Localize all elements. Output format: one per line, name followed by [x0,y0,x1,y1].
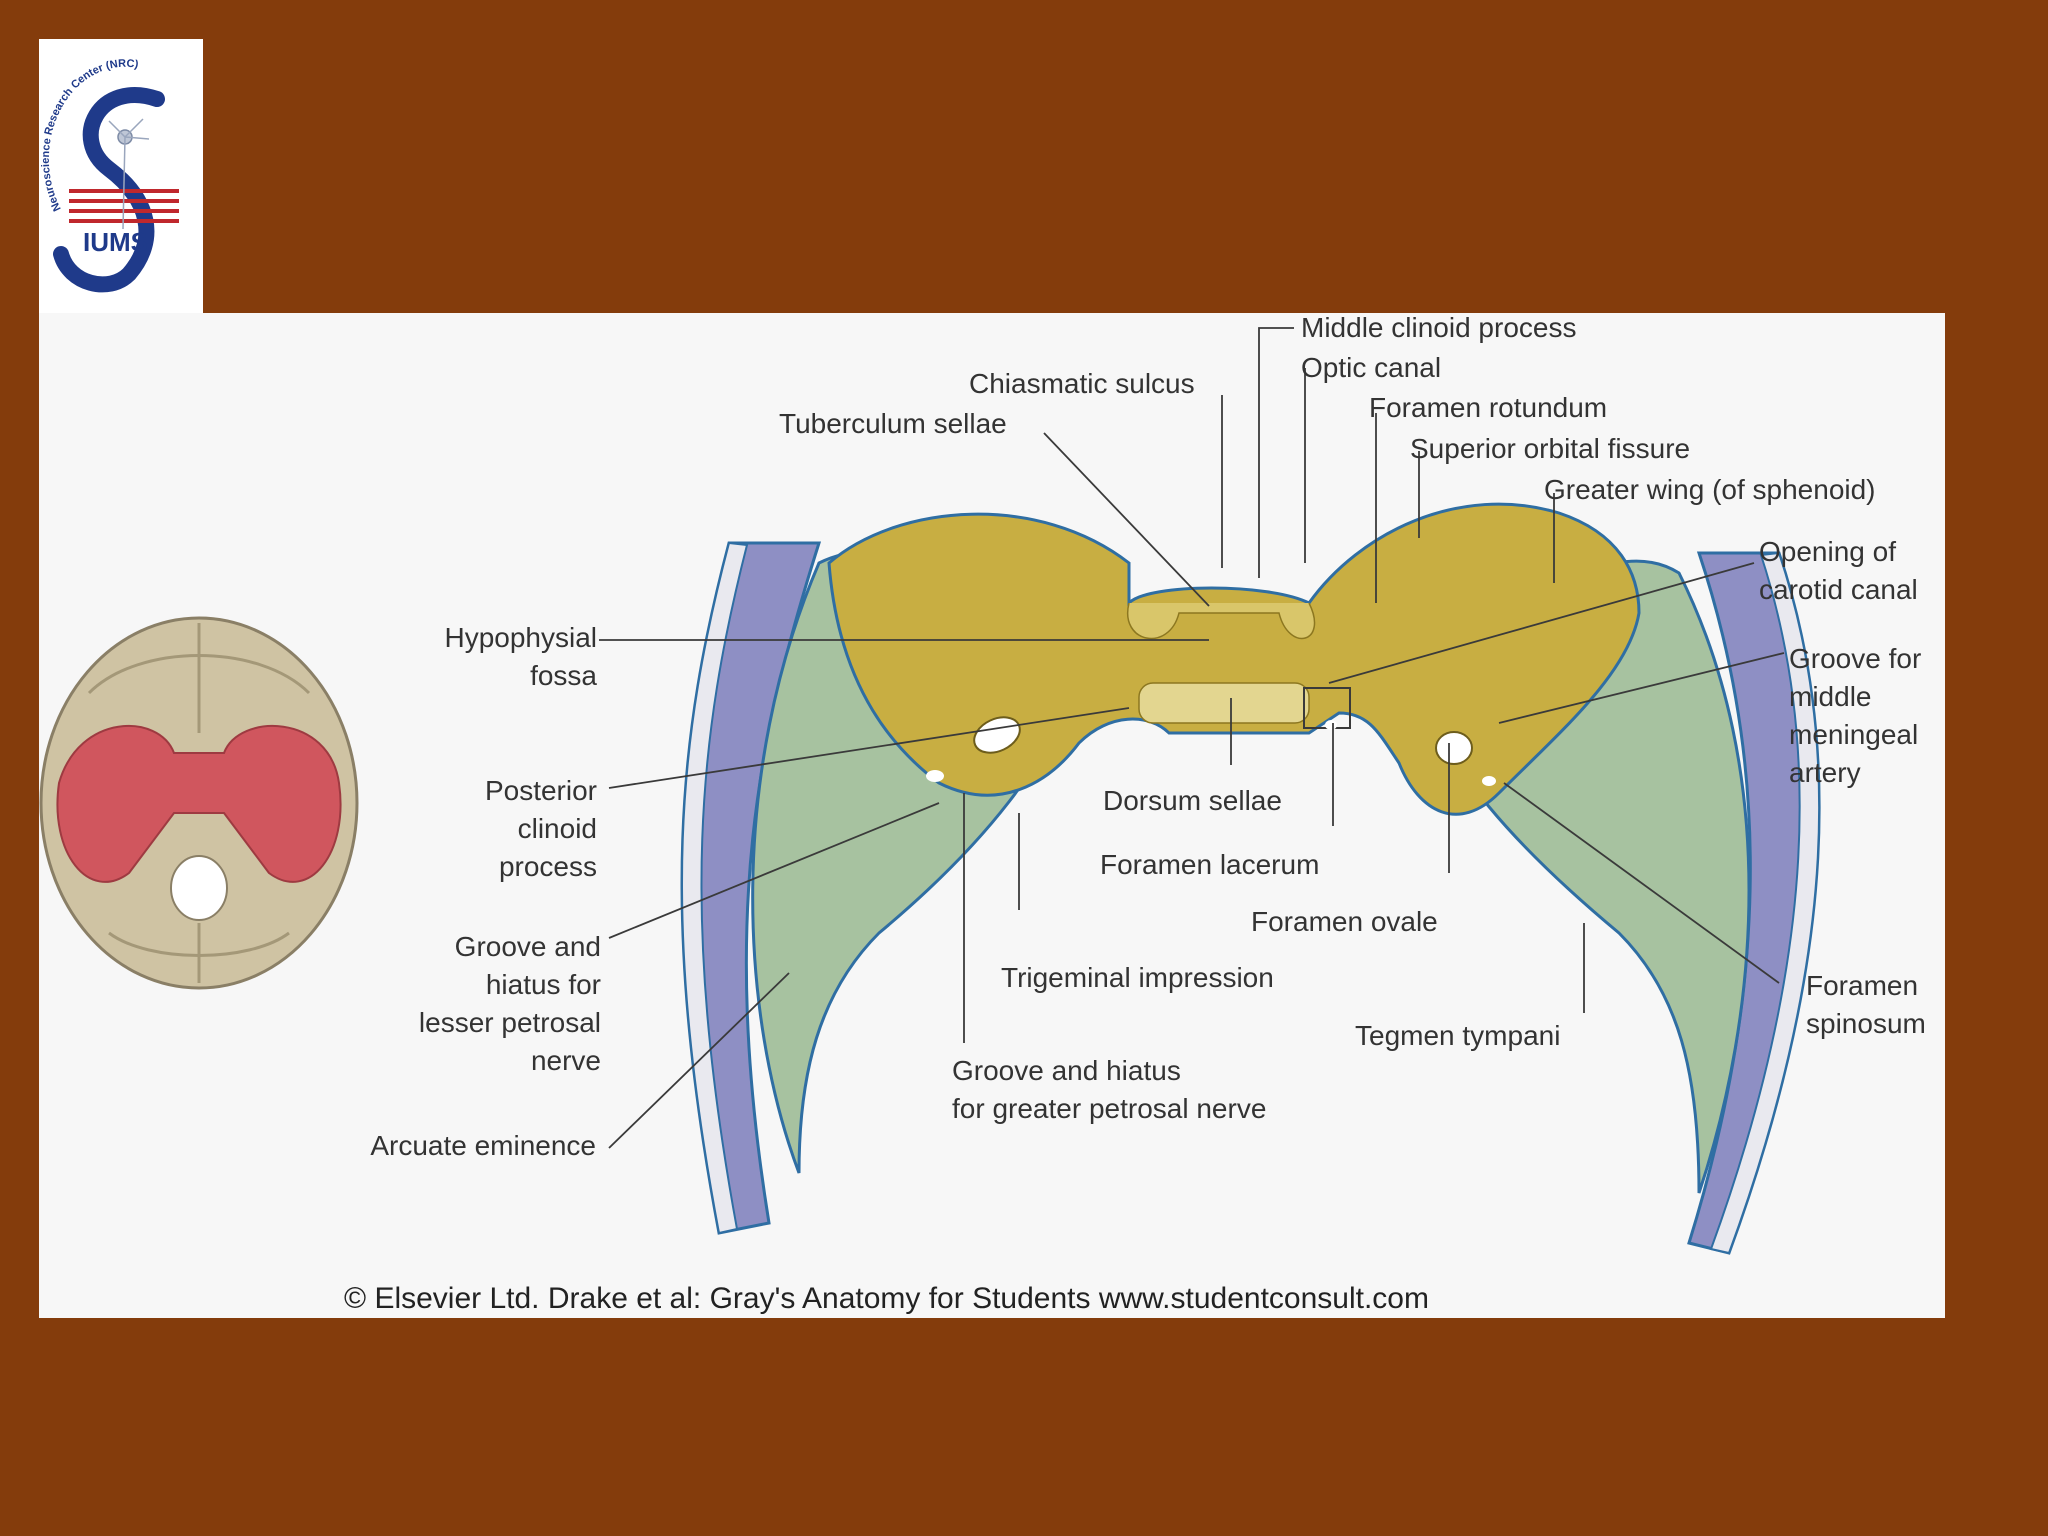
label-groove-lesser-1: Groove and [455,931,601,962]
label-groove-mm-2: middle [1789,681,1871,712]
label-arcuate-eminence: Arcuate eminence [370,1130,596,1161]
label-posterior-clinoid-2: clinoid [518,813,597,844]
label-tuberculum-sellae: Tuberculum sellae [779,408,1007,439]
label-chiasmatic-sulcus: Chiasmatic sulcus [969,368,1195,399]
inset-skull [39,616,359,990]
label-posterior-clinoid-1: Posterior [485,775,597,806]
copyright-text: © Elsevier Ltd. Drake et al: Gray's Anat… [344,1282,1429,1315]
label-groove-greater-2: for greater petrosal nerve [952,1093,1266,1124]
label-hypophysial-1: Hypophysial [444,622,597,653]
label-opening-carotid-2: carotid canal [1759,574,1918,605]
label-trigeminal-impression: Trigeminal impression [1001,962,1274,993]
label-superior-orbital-fissure: Superior orbital fissure [1410,433,1690,464]
leader-lines [599,327,1785,1149]
label-groove-greater-1: Groove and hiatus [952,1055,1181,1086]
label-foramen-spinosum-1: Foramen [1806,970,1918,1001]
labels: Middle clinoid process Optic canal Chias… [370,313,1926,1161]
label-groove-mm-1: Groove for [1789,643,1921,674]
label-groove-mm-4: artery [1789,757,1861,788]
label-groove-mm-3: meningeal [1789,719,1918,750]
label-foramen-ovale: Foramen ovale [1251,906,1438,937]
figure-panel: Middle clinoid process Optic canal Chias… [39,313,1945,1318]
label-foramen-spinosum-2: spinosum [1806,1008,1926,1039]
label-groove-lesser-3: lesser petrosal [419,1007,601,1038]
label-tegmen-tympani: Tegmen tympani [1355,1020,1560,1051]
logo-monogram: IUMS [83,227,148,257]
label-groove-lesser-4: nerve [531,1045,601,1076]
label-foramen-lacerum: Foramen lacerum [1100,849,1319,880]
label-opening-carotid-1: Opening of [1759,536,1896,567]
middle-cranial-fossa [680,502,1821,1255]
label-middle-clinoid-process: Middle clinoid process [1301,313,1576,343]
label-hypophysial-2: fossa [530,660,597,691]
label-dorsum-sellae: Dorsum sellae [1103,785,1282,816]
label-posterior-clinoid-3: process [499,851,597,882]
label-groove-lesser-2: hiatus for [486,969,601,1000]
label-foramen-rotundum: Foramen rotundum [1369,392,1607,423]
nrc-logo: Neuroscience Research Center (NRC) IUMS [39,39,203,313]
label-optic-canal: Optic canal [1301,352,1441,383]
label-greater-wing: Greater wing (of sphenoid) [1544,474,1876,505]
